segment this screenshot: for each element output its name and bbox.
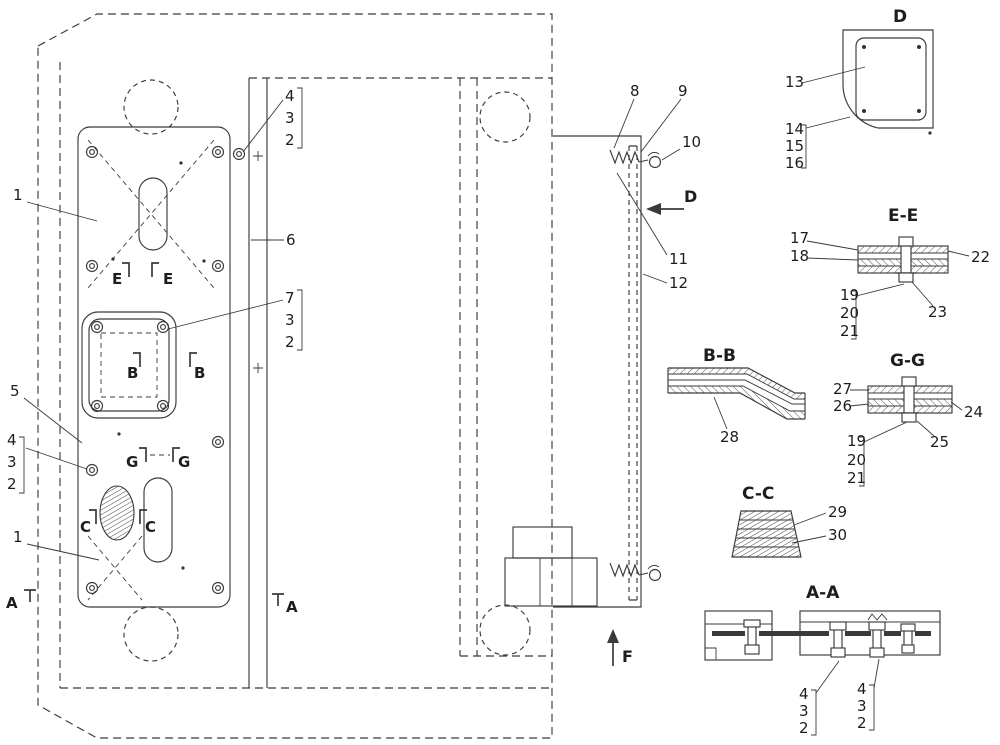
part-label-6: 6 xyxy=(286,231,296,249)
part-label-17: 17 xyxy=(790,229,809,247)
part-label-5: 5 xyxy=(10,382,20,400)
view-cc: C-C 29 30 xyxy=(731,484,847,558)
grommet-hatched xyxy=(99,485,135,541)
part-label-3-mid: 3 xyxy=(285,311,295,329)
section-letter-b-right: B xyxy=(194,364,205,382)
part-label-25: 25 xyxy=(930,433,949,451)
section-letter-a-left: A xyxy=(6,594,18,612)
part-label-20-ee: 20 xyxy=(840,304,859,322)
arrow-left-icon xyxy=(646,203,661,215)
direction-letter-f: F xyxy=(622,647,633,666)
part-label-13: 13 xyxy=(785,73,804,91)
view-bb: B-B 28 xyxy=(667,346,806,446)
section-letter-a-right: A xyxy=(286,598,298,616)
section-letter-b-left: B xyxy=(127,364,138,382)
part-label-3-aa-left: 3 xyxy=(799,702,809,720)
part-label-15: 15 xyxy=(785,137,804,155)
view-d: D 13 14 15 16 xyxy=(785,7,934,172)
trim-strip xyxy=(248,78,268,688)
machine-body-outline xyxy=(37,13,553,739)
view-bb-title: B-B xyxy=(703,346,736,366)
part-label-7: 7 xyxy=(285,289,295,307)
part-label-4-left: 4 xyxy=(7,431,17,449)
section-letter-e-left: E xyxy=(112,270,122,288)
part-label-8: 8 xyxy=(630,82,640,100)
latch-bracket xyxy=(504,526,598,607)
part-label-19-gg: 19 xyxy=(847,432,866,450)
part-label-21-gg: 21 xyxy=(847,469,866,487)
section-cut-marks: E E B B G G C C A A xyxy=(6,262,298,616)
aa-bolt-1 xyxy=(743,619,761,655)
seal-spring-top xyxy=(609,149,662,169)
aa-bolt-4 xyxy=(900,623,916,654)
part-label-12: 12 xyxy=(669,274,688,292)
part-label-11: 11 xyxy=(669,250,688,268)
part-label-1-bottom: 1 xyxy=(13,528,23,546)
part-label-16: 16 xyxy=(785,154,804,172)
view-aa-title: A-A xyxy=(806,583,840,603)
part-label-23: 23 xyxy=(928,303,947,321)
part-label-4-top: 4 xyxy=(285,87,295,105)
part-label-26: 26 xyxy=(833,397,852,415)
part-label-2-mid: 2 xyxy=(285,333,295,351)
view-cc-title: C-C xyxy=(742,484,774,504)
section-letter-c-left: C xyxy=(80,518,91,536)
part-label-18: 18 xyxy=(790,247,809,265)
panel-screws xyxy=(85,145,246,595)
part-label-29: 29 xyxy=(828,503,847,521)
panel-center-dots xyxy=(111,161,206,570)
part-label-2-aa-right: 2 xyxy=(857,714,867,732)
direction-letter-d: D xyxy=(684,187,697,206)
part-label-27: 27 xyxy=(833,380,852,398)
aa-bolt-3 xyxy=(867,613,888,658)
view-direction-d: D xyxy=(646,187,697,215)
panel-recess xyxy=(81,311,177,419)
main-callouts: 1 4 3 2 6 7 3 2 5 4 3 2 1 xyxy=(7,87,303,561)
part-label-19-ee: 19 xyxy=(840,286,859,304)
part-label-9: 9 xyxy=(678,82,688,100)
part-label-3-left: 3 xyxy=(7,453,17,471)
part-label-28: 28 xyxy=(720,428,739,446)
part-label-24: 24 xyxy=(964,403,983,421)
view-d-title: D xyxy=(893,7,907,27)
view-gg: G-G 27 26 24 25 19 20 21 xyxy=(833,351,983,487)
access-panel xyxy=(77,126,246,608)
part-label-14: 14 xyxy=(785,120,804,138)
door-seal-assembly: 8 9 10 11 12 D F xyxy=(504,82,701,666)
section-letter-g-right: G xyxy=(178,453,190,471)
part-label-30: 30 xyxy=(828,526,847,544)
view-ee: E-E 17 18 22 23 19 20 21 xyxy=(790,206,990,340)
part-label-4-aa-right: 4 xyxy=(857,680,867,698)
aa-bolt-2 xyxy=(829,621,847,658)
part-label-20-gg: 20 xyxy=(847,451,866,469)
arrow-up-icon xyxy=(607,629,619,643)
view-gg-title: G-G xyxy=(890,351,925,371)
part-label-22: 22 xyxy=(971,248,990,266)
seal-spring-bottom xyxy=(609,562,662,582)
part-label-21-ee: 21 xyxy=(840,322,859,340)
part-label-1-top: 1 xyxy=(13,186,23,204)
view-direction-f: F xyxy=(607,629,633,666)
part-label-3-top: 3 xyxy=(285,109,295,127)
panel-slot-bottom xyxy=(143,477,173,563)
part-label-10: 10 xyxy=(682,133,701,151)
section-letter-c-right: C xyxy=(145,518,156,536)
part-label-3-aa-right: 3 xyxy=(857,697,867,715)
part-label-2-top: 2 xyxy=(285,131,295,149)
section-letter-e-right: E xyxy=(163,270,173,288)
view-ee-title: E-E xyxy=(888,206,918,226)
part-label-2-aa-left: 2 xyxy=(799,719,809,737)
view-aa: A-A xyxy=(704,583,941,737)
part-label-4-aa-left: 4 xyxy=(799,685,809,703)
part-label-2-left: 2 xyxy=(7,475,17,493)
panel-slot-top xyxy=(138,177,168,251)
section-letter-g-left: G xyxy=(126,453,138,471)
